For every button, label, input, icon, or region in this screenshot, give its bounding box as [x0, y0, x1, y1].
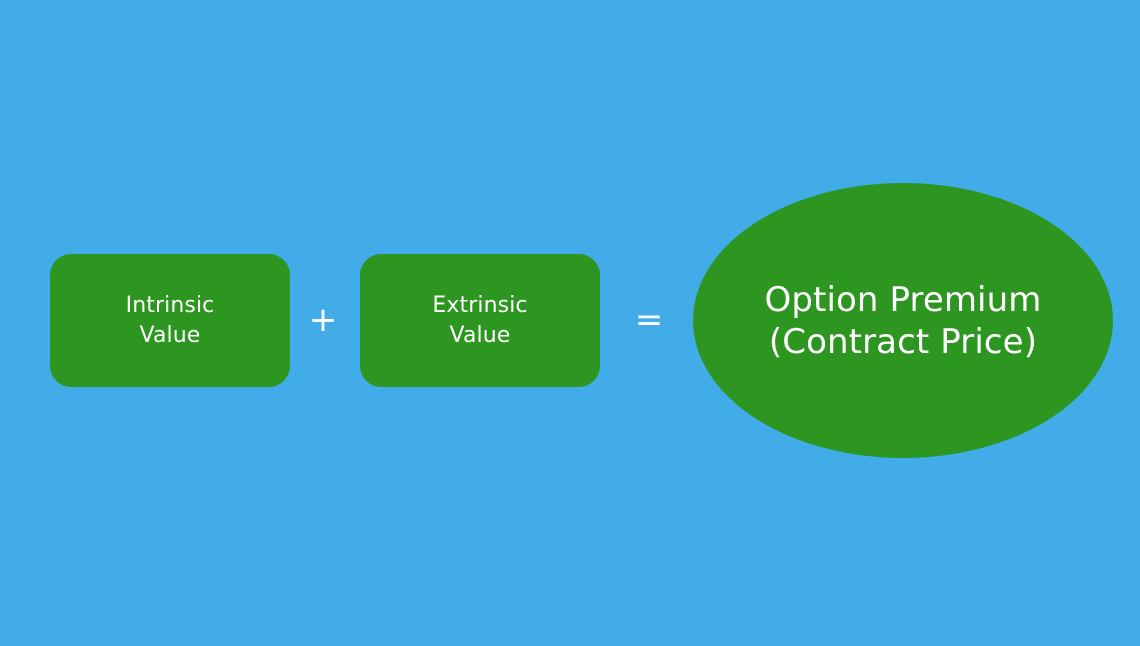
plus-operator-icon: + — [308, 300, 338, 340]
node-option-premium: Option Premium (Contract Price) — [693, 183, 1113, 458]
node-option-premium-label: Option Premium (Contract Price) — [764, 279, 1042, 362]
node-intrinsic-value-label: Intrinsic Value — [125, 292, 215, 348]
node-intrinsic-value: Intrinsic Value — [50, 254, 290, 387]
node-extrinsic-value-label: Extrinsic Value — [432, 292, 528, 348]
node-extrinsic-value: Extrinsic Value — [360, 254, 600, 387]
equals-operator-icon: = — [634, 300, 664, 340]
